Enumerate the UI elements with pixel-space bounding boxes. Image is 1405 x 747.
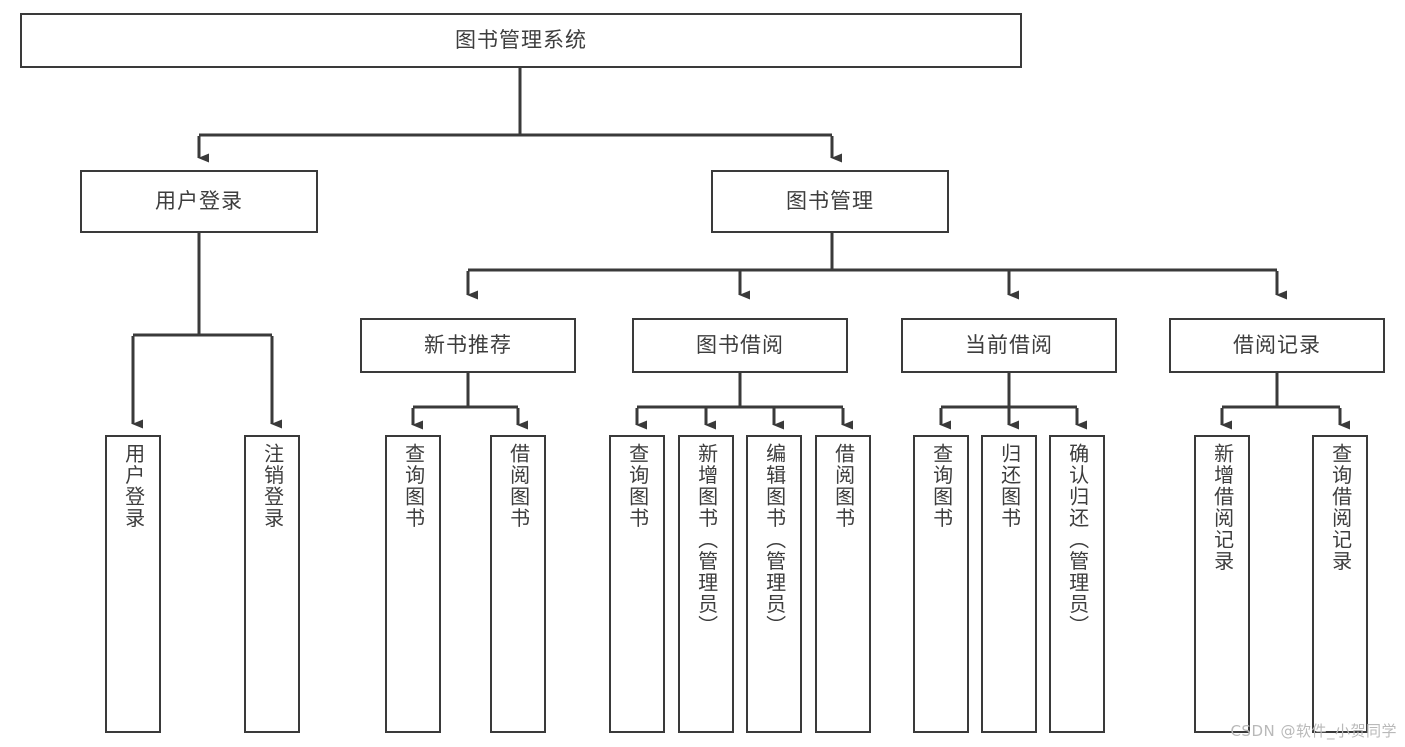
node-root-book-management-system[interactable]: 图书管理系统 — [20, 13, 1022, 68]
node-label: 图书管理系统 — [455, 27, 587, 52]
node-label: 图书管理 — [786, 188, 874, 213]
node-label: 新增图书（管理员） — [694, 443, 719, 637]
leaf-borrow-books[interactable]: 借阅图书 — [815, 435, 871, 733]
leaf-user-login[interactable]: 用户登录 — [105, 435, 161, 733]
csdn-watermark: CSDN @软件_小贺同学 — [1230, 722, 1397, 740]
leaf-borrow-books-recommend[interactable]: 借阅图书 — [490, 435, 546, 733]
node-label: 当前借阅 — [965, 332, 1053, 357]
leaf-query-borrow-record[interactable]: 查询借阅记录 — [1312, 435, 1368, 733]
node-label: 新书推荐 — [424, 332, 512, 357]
node-new-book-recommendation[interactable]: 新书推荐 — [360, 318, 576, 373]
node-book-borrowing[interactable]: 图书借阅 — [632, 318, 848, 373]
node-label: 借阅图书 — [831, 443, 856, 529]
node-label: 归还图书 — [997, 443, 1022, 529]
leaf-add-borrow-record[interactable]: 新增借阅记录 — [1194, 435, 1250, 733]
node-label: 用户登录 — [155, 188, 243, 213]
leaf-return-books[interactable]: 归还图书 — [981, 435, 1037, 733]
node-current-borrowing[interactable]: 当前借阅 — [901, 318, 1117, 373]
node-label: 注销登录 — [260, 443, 285, 529]
node-label: 查询借阅记录 — [1328, 443, 1353, 572]
node-borrowing-records[interactable]: 借阅记录 — [1169, 318, 1385, 373]
leaf-logout[interactable]: 注销登录 — [244, 435, 300, 733]
leaf-search-books-borrow[interactable]: 查询图书 — [609, 435, 665, 733]
node-label: 查询图书 — [401, 443, 426, 529]
node-label: 图书借阅 — [696, 332, 784, 357]
leaf-search-books-recommend[interactable]: 查询图书 — [385, 435, 441, 733]
node-label: 查询图书 — [625, 443, 650, 529]
node-label: 编辑图书（管理员） — [762, 443, 787, 637]
leaf-search-books-current[interactable]: 查询图书 — [913, 435, 969, 733]
node-book-management[interactable]: 图书管理 — [711, 170, 949, 233]
leaf-add-book-admin[interactable]: 新增图书（管理员） — [678, 435, 734, 733]
node-label: 借阅记录 — [1233, 332, 1321, 357]
node-label: 新增借阅记录 — [1210, 443, 1235, 572]
leaf-edit-book-admin[interactable]: 编辑图书（管理员） — [746, 435, 802, 733]
leaf-confirm-return-admin[interactable]: 确认归还（管理员） — [1049, 435, 1105, 733]
node-label: 借阅图书 — [506, 443, 531, 529]
node-user-login[interactable]: 用户登录 — [80, 170, 318, 233]
node-label: 用户登录 — [121, 443, 146, 529]
node-label: 确认归还（管理员） — [1065, 443, 1090, 637]
node-label: 查询图书 — [929, 443, 954, 529]
